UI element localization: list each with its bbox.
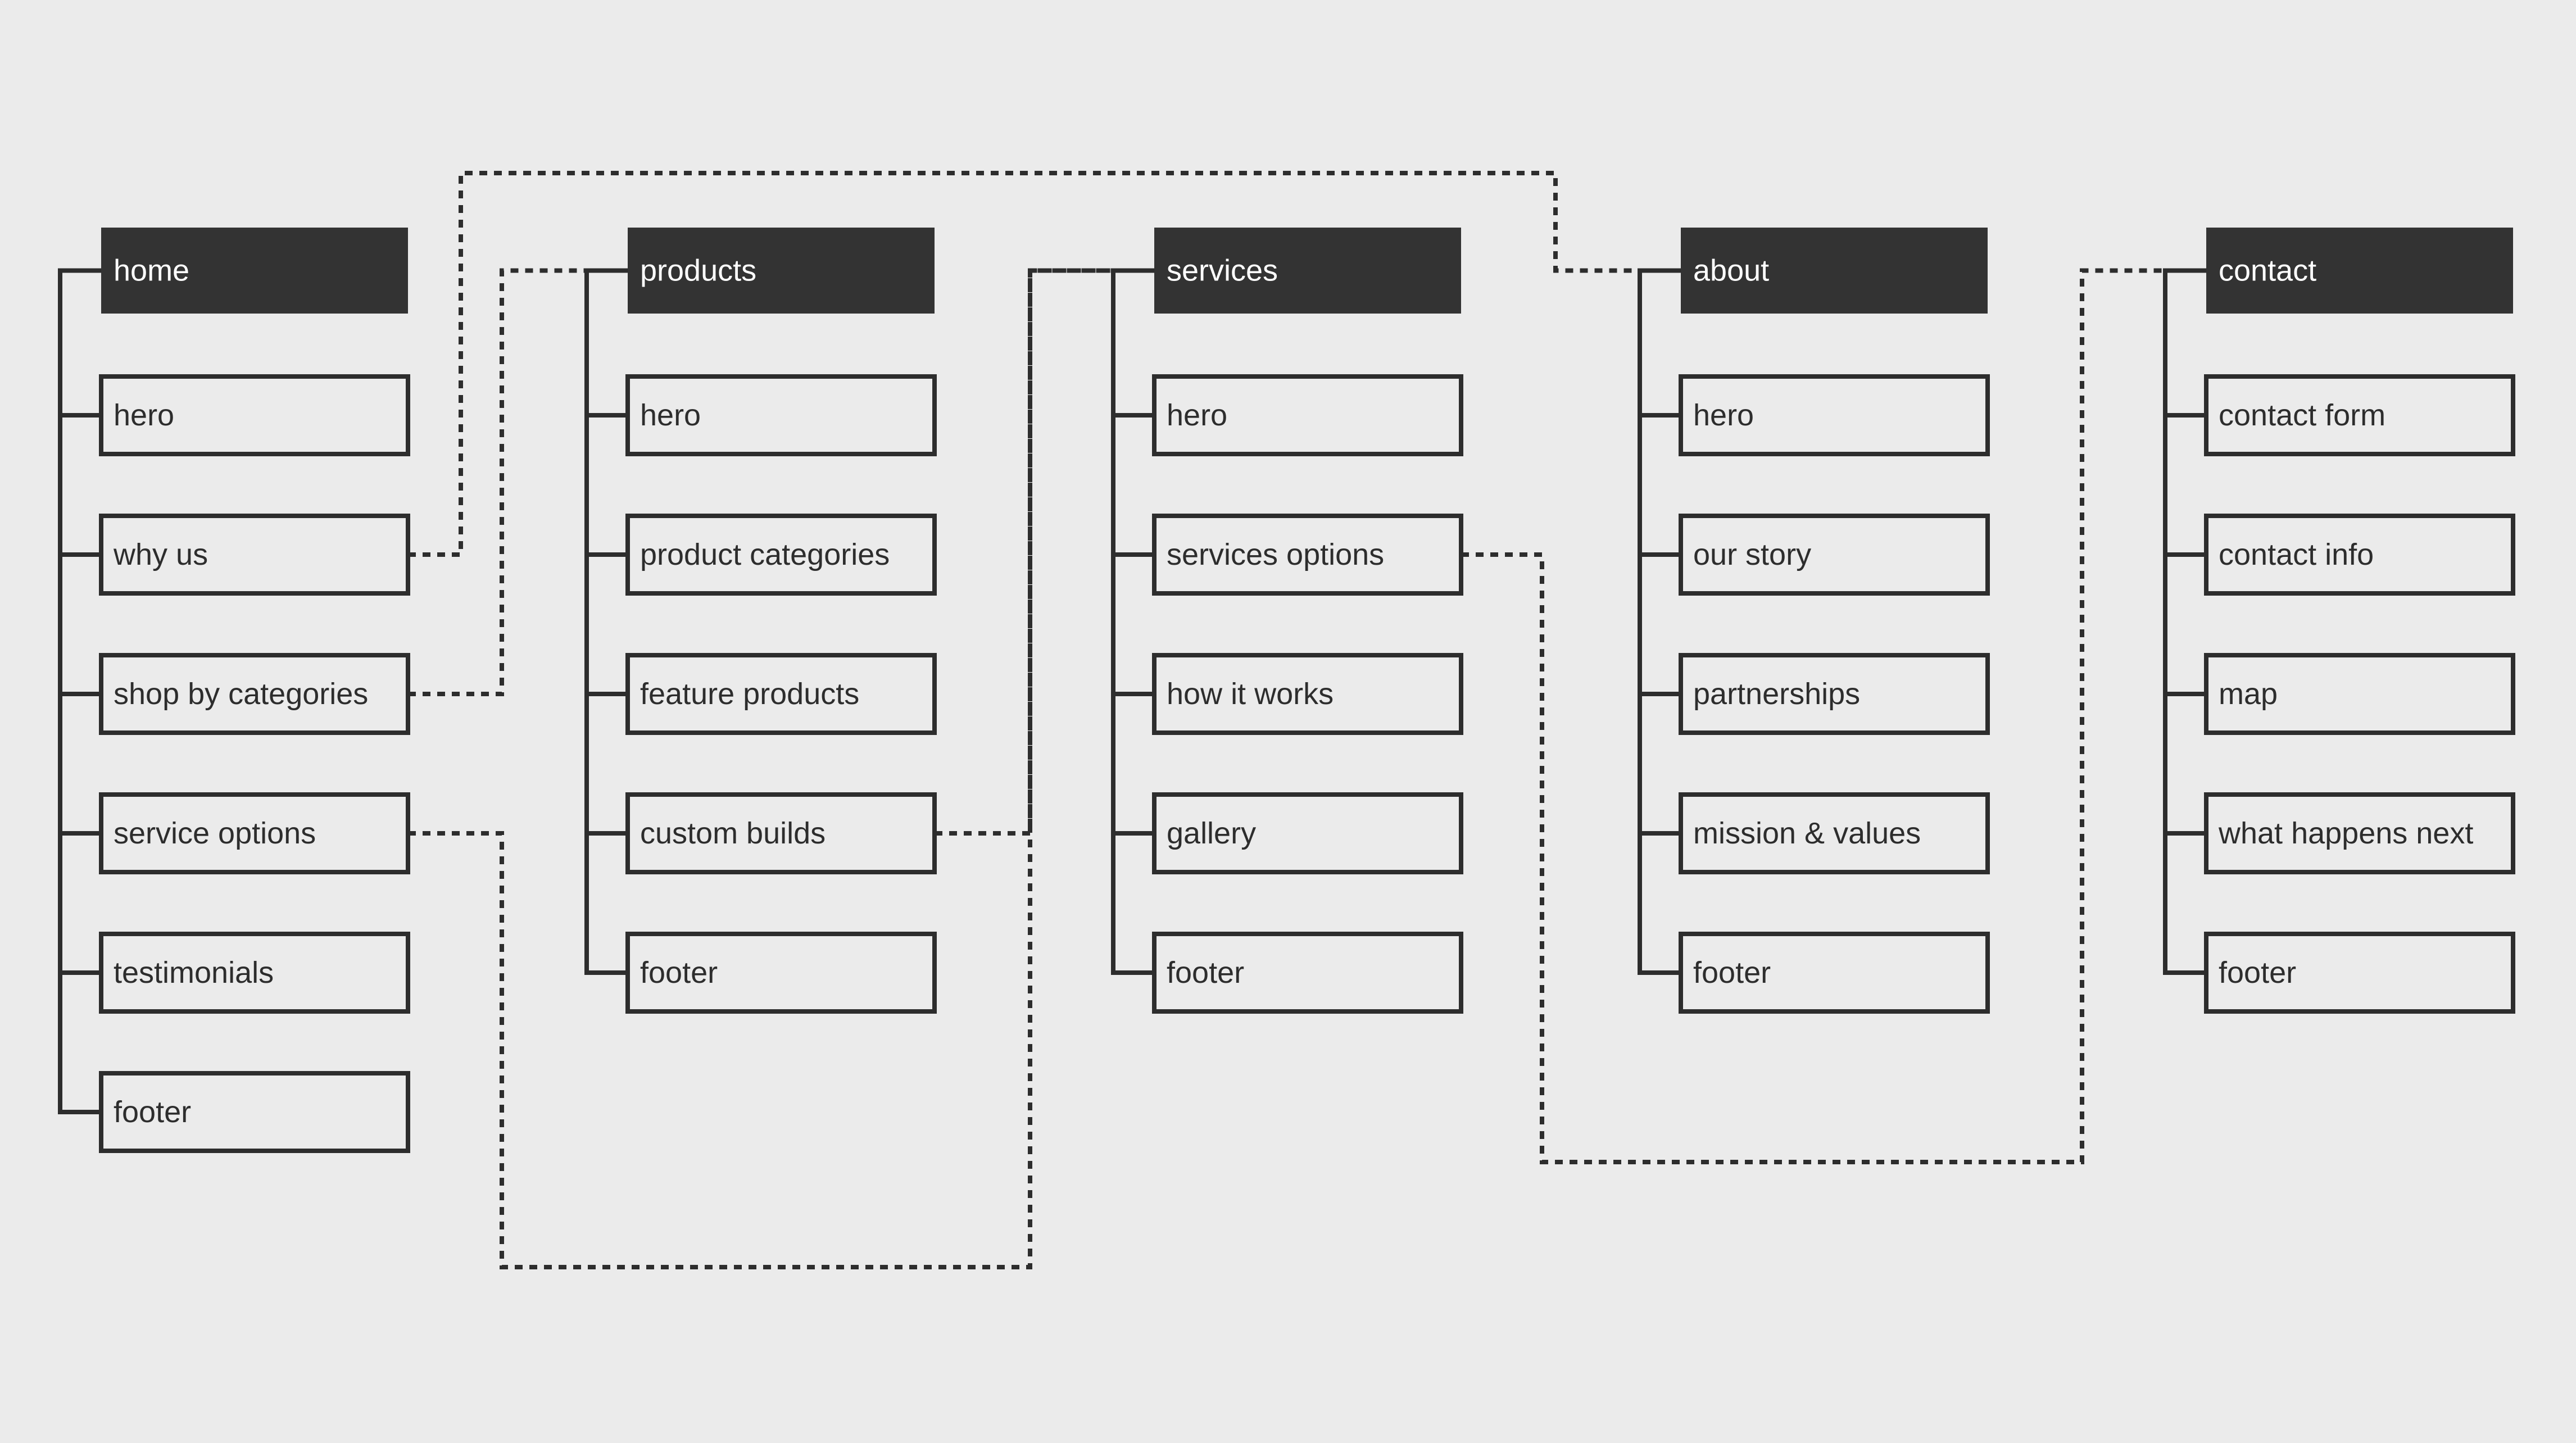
section-label: custom builds (640, 816, 826, 850)
page-header-services[interactable] (1154, 228, 1461, 314)
page-title-products: products (640, 254, 756, 288)
section-box-home-shop-by-categories[interactable] (99, 653, 410, 735)
page-title-services: services (1167, 254, 1278, 288)
section-box-services-gallery[interactable] (1152, 792, 1463, 874)
section-box-products-footer[interactable] (625, 932, 937, 1014)
column-home: home hero why us shop by categories service … (58, 228, 410, 1153)
section-label: footer (2219, 956, 2296, 990)
section-label: mission & values (1693, 816, 1921, 850)
section-label: shop by categories (114, 677, 368, 711)
cross-link-home-why-us-to-about (408, 171, 1640, 557)
section-box-home-hero[interactable] (99, 374, 410, 456)
section-box-home-footer[interactable] (99, 1071, 410, 1153)
cross-links (408, 171, 2165, 1269)
page-title-about: about (1693, 254, 1769, 288)
column-about: about hero our story partnerships mission & … (1638, 228, 1990, 1014)
section-box-about-mission-and-values[interactable] (1679, 792, 1990, 874)
section-box-products-hero[interactable] (625, 374, 937, 456)
section-box-contact-footer[interactable] (2204, 932, 2515, 1014)
section-label: contact form (2219, 398, 2385, 432)
section-box-services-services-options[interactable] (1152, 514, 1463, 596)
section-box-services-how-it-works[interactable] (1152, 653, 1463, 735)
column-products: products hero product categories feature pr… (584, 228, 937, 1014)
cross-link-home-shop-by-categories-to-products (408, 268, 587, 696)
section-label: contact info (2219, 538, 2374, 571)
section-label: hero (640, 398, 701, 432)
section-label: hero (114, 398, 174, 432)
section-box-contact-what-happens-next[interactable] (2204, 792, 2515, 874)
section-box-home-service-options[interactable] (99, 792, 410, 874)
section-label: footer (1167, 956, 1244, 990)
section-box-contact-map[interactable] (2204, 653, 2515, 735)
section-label: services options (1167, 538, 1384, 571)
section-label: footer (114, 1095, 191, 1129)
section-box-contact-contact-info[interactable] (2204, 514, 2515, 596)
column-contact: contact contact form contact info map what h… (2163, 228, 2515, 1014)
page-header-contact[interactable] (2206, 228, 2513, 314)
section-label: our story (1693, 538, 1811, 571)
section-label: partnerships (1693, 677, 1860, 711)
page-header-home[interactable] (101, 228, 408, 314)
section-label: service options (114, 816, 316, 850)
section-box-home-testimonials[interactable] (99, 932, 410, 1014)
section-label: footer (1693, 956, 1771, 990)
section-label: footer (640, 956, 718, 990)
page-title-contact: contact (2219, 254, 2316, 288)
section-box-home-why-us[interactable] (99, 514, 410, 596)
cross-link-services-services-options-to-contact (1461, 268, 2165, 1164)
section-label: product categories (640, 538, 890, 571)
section-label: gallery (1167, 816, 1256, 850)
page-header-products[interactable] (628, 228, 935, 314)
cross-link-products-custom-builds-to-services (935, 268, 1113, 836)
section-box-about-partnerships[interactable] (1679, 653, 1990, 735)
section-label: hero (1167, 398, 1227, 432)
section-box-about-footer[interactable] (1679, 932, 1990, 1014)
section-label: what happens next (2218, 816, 2473, 850)
section-label: testimonials (114, 956, 274, 990)
column-services: services hero services options how it works… (1111, 228, 1463, 1014)
section-label: hero (1693, 398, 1754, 432)
page-columns: home hero why us shop by categories service … (58, 228, 2515, 1153)
page-header-about[interactable] (1681, 228, 1988, 314)
section-label: feature products (640, 677, 859, 711)
section-box-about-hero[interactable] (1679, 374, 1990, 456)
section-box-products-product-categories[interactable] (625, 514, 937, 596)
section-box-contact-contact-form[interactable] (2204, 374, 2515, 456)
section-label: why us (113, 538, 208, 571)
section-box-products-custom-builds[interactable] (625, 792, 937, 874)
section-box-services-footer[interactable] (1152, 932, 1463, 1014)
section-label: map (2219, 677, 2278, 711)
section-box-services-hero[interactable] (1152, 374, 1463, 456)
page-title-home: home (114, 254, 189, 288)
section-label: how it works (1167, 677, 1334, 711)
section-box-about-our-story[interactable] (1679, 514, 1990, 596)
section-box-products-feature-products[interactable] (625, 653, 937, 735)
